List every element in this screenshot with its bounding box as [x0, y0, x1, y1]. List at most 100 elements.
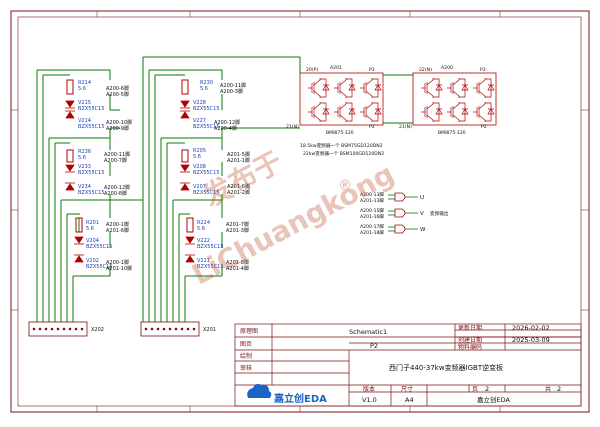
tb-total-label: 共 — [545, 385, 551, 393]
output-v-name: 变频输出 — [430, 210, 449, 217]
tb-page-label: 页 — [472, 386, 478, 393]
right-n1-b: A200-3脚 — [220, 88, 243, 95]
tb-page-num: 2 — [485, 385, 489, 393]
left-labels: R214 5.6 V215 BZX55C15 V214 BZX55C15 R23… — [78, 80, 113, 270]
output-w-label: W — [420, 227, 426, 233]
tb-page-value: P2 — [370, 342, 378, 350]
jlc-eda-logo: 嘉立创EDA — [247, 384, 327, 405]
right-z3-ref: V208 — [193, 164, 206, 170]
right-n1-a: A200-11脚 — [220, 82, 246, 89]
right-n2-b: A200-4脚 — [214, 125, 237, 132]
left-z1-ref: V215 — [78, 100, 91, 106]
output-u-line-1: A200-13脚 — [360, 191, 384, 198]
igbt-note-1: 18.5kw变频器一个 BSM75GD120DN2 — [300, 142, 383, 149]
right-n5-a: A201-7脚 — [226, 221, 249, 228]
connector-x201-label: X201 — [203, 327, 216, 333]
right-z6-ref: V221 — [197, 258, 210, 264]
tb-create-label: 创建日期 — [458, 336, 482, 344]
zone-ticks — [11, 11, 589, 412]
left-r2-value: 5.6 — [78, 155, 86, 161]
tb-total: 2 — [557, 385, 561, 393]
right-z2-ref: V227 — [193, 118, 206, 124]
left-igbt-cell-1 — [308, 78, 330, 98]
right-n3-a: A201-5脚 — [227, 151, 250, 158]
tb-label-drawn: 绘制 — [240, 352, 252, 360]
left-n3-a: A200-11脚 — [104, 151, 130, 158]
right-z6-part: BZX55C15 — [197, 264, 224, 270]
tb-label-review: 审核 — [240, 364, 252, 372]
igbt-left-pin-p: 20(P) — [306, 67, 318, 73]
output-w-line-1: A200-17脚 — [360, 223, 384, 230]
left-wires — [36, 69, 120, 322]
right-igbt-cell-2 — [447, 78, 469, 98]
left-igbt-cell-6 — [360, 102, 382, 122]
left-n6-b: A201-10脚 — [106, 265, 132, 272]
igbt-right-pin-p2: P2 — [481, 124, 487, 130]
tb-update-label: 更新日期 — [458, 324, 482, 332]
right-r1-ref: R230 — [200, 80, 213, 86]
igbt-left-ref: A201 — [330, 65, 342, 71]
tb-schematic-name: Schematic1 — [349, 328, 387, 336]
igbt-left-pin-p3: P3 — [369, 67, 375, 73]
left-n5-b: A201-6脚 — [106, 227, 129, 234]
right-n3-b: A201-1脚 — [227, 157, 250, 164]
right-z1-part: BZX55C15 — [193, 106, 220, 112]
connector-x202-label: X202 — [91, 327, 104, 333]
right-z5-ref: V222 — [197, 238, 210, 244]
left-z3-part: BZX55C15 — [78, 170, 105, 176]
left-n1-b: A200-5脚 — [106, 91, 129, 98]
tb-create-date: 2025-03-09 — [512, 336, 550, 344]
output-u-line-2: A201-13脚 — [360, 197, 384, 204]
cloud-icon — [247, 384, 272, 398]
right-n6-b: A201-4脚 — [226, 265, 249, 272]
right-wires — [148, 69, 300, 322]
igbt-left-module: 20(P) A201 P3 21(N) P2 BM8I75-120 — [286, 65, 384, 136]
igbt-right-pin-n: 22(N) — [419, 67, 432, 73]
left-n3-b: A200-7脚 — [104, 157, 127, 164]
tb-size-label: 尺寸 — [401, 385, 413, 393]
left-r3-value: 5.6 — [86, 226, 94, 232]
left-zeners — [65, 100, 84, 263]
right-igbt-cell-3 — [473, 78, 495, 98]
left-n2-a: A200-10脚 — [106, 119, 132, 126]
igbt-right-ref: A200 — [441, 65, 453, 71]
right-labels: R230 5.6 V228 BZX55C15 V227 BZX55C15 R20… — [193, 80, 224, 270]
left-igbt-cell-5 — [334, 102, 356, 122]
igbt-wires — [299, 57, 413, 124]
output-v-line-2: A201-16脚 — [360, 213, 384, 220]
watermark-reg: ® — [338, 178, 352, 194]
left-r1-value: 5.6 — [78, 86, 86, 92]
igbt-note-2: 22kw变频器一个 BSM100GD120DN2 — [303, 150, 384, 157]
tb-material-label: 物料编码 — [458, 343, 482, 351]
igbt-left-pin-n: 21(N) — [286, 124, 299, 130]
output-section: A200-13脚 A201-13脚 A200-15脚 A201-16脚 A200… — [360, 191, 449, 236]
right-r3-value: 5.6 — [197, 226, 205, 232]
title-block: 原理图 图页 绘制 审核 更新日期 创建日期 物料编码 版本 尺寸 页 共 Sc… — [234, 323, 582, 407]
right-z1-ref: V228 — [193, 100, 206, 106]
right-driver-column: R230 5.6 V228 BZX55C15 V227 BZX55C15 R20… — [140, 69, 300, 337]
right-z4-ref: V207 — [193, 184, 206, 190]
connector-x202-pins — [32, 327, 84, 331]
right-r2-value: 5.6 — [193, 154, 201, 160]
right-n2-a: A200-12脚 — [214, 119, 240, 126]
left-r1-ref: R214 — [78, 80, 91, 86]
igbt-left-pin-p2: P2 — [369, 124, 375, 130]
logo-text: 嘉立创EDA — [273, 392, 327, 405]
left-n1-a: A200-6脚 — [106, 85, 129, 92]
output-v-label: V — [420, 211, 424, 217]
connector-x201-pins — [144, 327, 196, 331]
right-resistors — [181, 79, 194, 233]
tb-label-schematic: 原理图 — [240, 328, 258, 335]
left-r3-ref: R201 — [86, 220, 99, 226]
left-z6-ref: V202 — [86, 258, 99, 264]
left-n4-a: A200-12脚 — [104, 184, 130, 191]
right-z5-part: BZX55C15 — [197, 244, 224, 250]
connector-x201 — [140, 321, 200, 337]
igbt-right-pin-n2: 21(N) — [399, 124, 412, 130]
left-z4-ref: V234 — [78, 184, 91, 190]
left-igbt-cell-2 — [334, 78, 356, 98]
igbt-right-pin-p3: P3 — [480, 67, 486, 73]
left-z3-ref: V233 — [78, 164, 91, 170]
